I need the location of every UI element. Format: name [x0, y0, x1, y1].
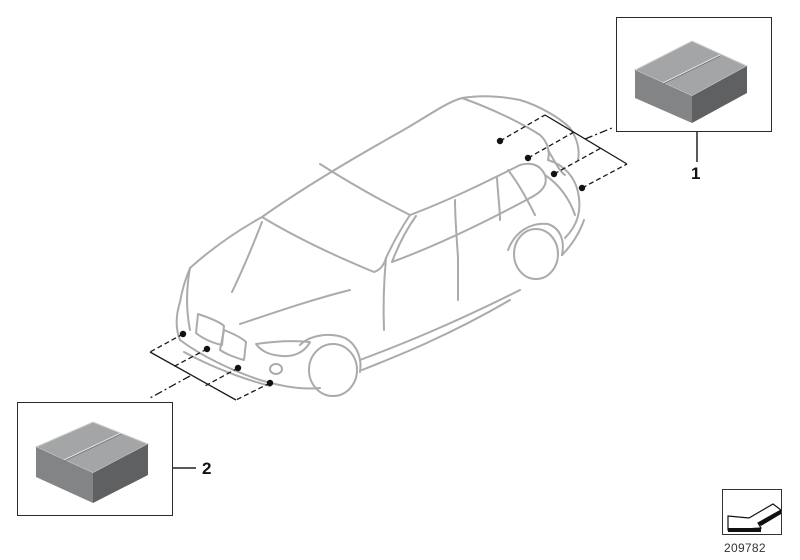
reference-arrow-icon: [722, 489, 782, 535]
diagram-id-label: 209782: [724, 541, 766, 555]
callout-number-2: 2: [202, 459, 212, 478]
callout-box-2[interactable]: [17, 402, 173, 516]
callout-number-1: 1: [691, 164, 701, 183]
callout-box-1[interactable]: [616, 17, 772, 132]
box-icon: [633, 40, 749, 123]
box-icon: [34, 421, 150, 503]
